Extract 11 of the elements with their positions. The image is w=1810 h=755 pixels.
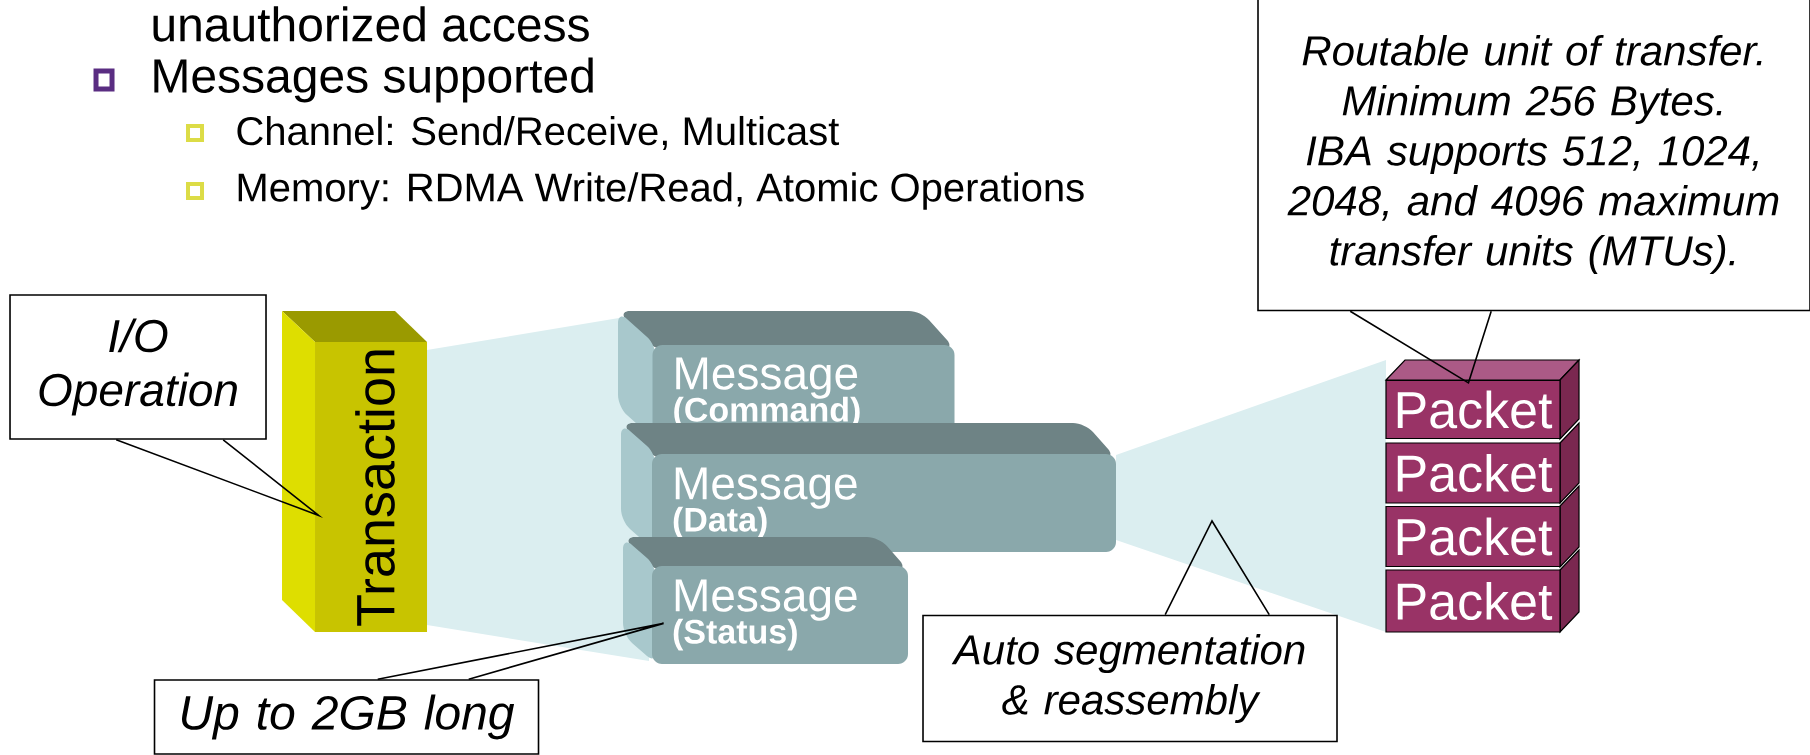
message-block: Message (Status) <box>623 537 908 664</box>
message-block: Message (Data) <box>621 423 1116 552</box>
transaction-block: Transaction <box>282 311 427 632</box>
callout-box: I/O Operation <box>9 294 267 440</box>
callout-box: Routable unit of transfer. Minimum 256 Bytes. IBA supports 512, 1024, 2048, and 4096 maximum transfer units (MTUs). <box>1257 0 1810 312</box>
bullet-text: Memory: RDMA Write/Read, Atomic Operations <box>238 172 1084 210</box>
callout-box: Up to 2GB long <box>153 679 540 755</box>
bullet-text: Channel: Send/Receive, Multicast <box>237 115 840 151</box>
callout-box: Auto segmentation & reassembly <box>922 614 1338 743</box>
bullet-text: unauthorized access <box>153 6 589 42</box>
bullet-text: Messages supported <box>154 57 593 103</box>
